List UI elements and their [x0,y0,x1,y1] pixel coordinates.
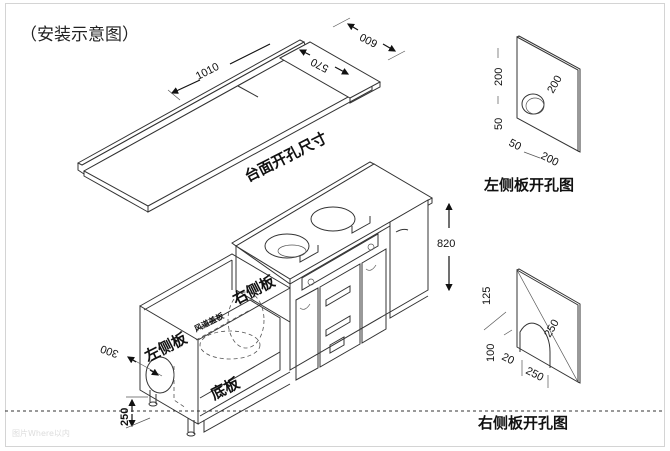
dim-length-label: 1010 [194,61,221,83]
right-dim-bottom-label: 100 [485,344,497,362]
dim-depth-back-label: 600 [358,30,380,49]
right-dim-edge-label: 20 [500,351,516,367]
open-cabinet-dimensions: 300 250 [99,342,163,429]
left-panel-detail: 200 50 200 50 200 [493,35,581,169]
dim-depth-label: 300 [99,342,120,360]
left-dim-v-size-label: 200 [493,68,505,86]
right-dim-top-label: 125 [481,287,493,305]
dim-base-label: 250 [119,408,131,426]
left-dim-h-size-label: 200 [539,150,561,169]
left-panel-label: 左侧板 [141,329,191,366]
left-panel-detail-caption: 左侧板开孔图 [483,176,574,194]
diagram-title: （安装示意图） [20,25,139,45]
open-cabinet-drawing [139,253,291,437]
left-dim-v-offset-label: 50 [493,118,505,130]
countertop-drawing [76,39,382,213]
cabinet-drawing [231,161,433,381]
duct-cover-label: 风道盖板 [192,310,226,334]
cabinet-height-dimension: 820 [437,202,455,292]
right-panel-detail-caption: 右侧板开孔图 [478,414,568,432]
dim-height-label: 820 [437,238,455,250]
bottom-panel-label: 底板 [208,373,244,403]
right-panel-detail: 250 125 100 20 250 [481,268,581,388]
right-dim-width-label: 250 [524,365,546,384]
watermark: 图片Where以内 [12,428,70,438]
left-dim-h-offset-label: 50 [507,137,523,153]
